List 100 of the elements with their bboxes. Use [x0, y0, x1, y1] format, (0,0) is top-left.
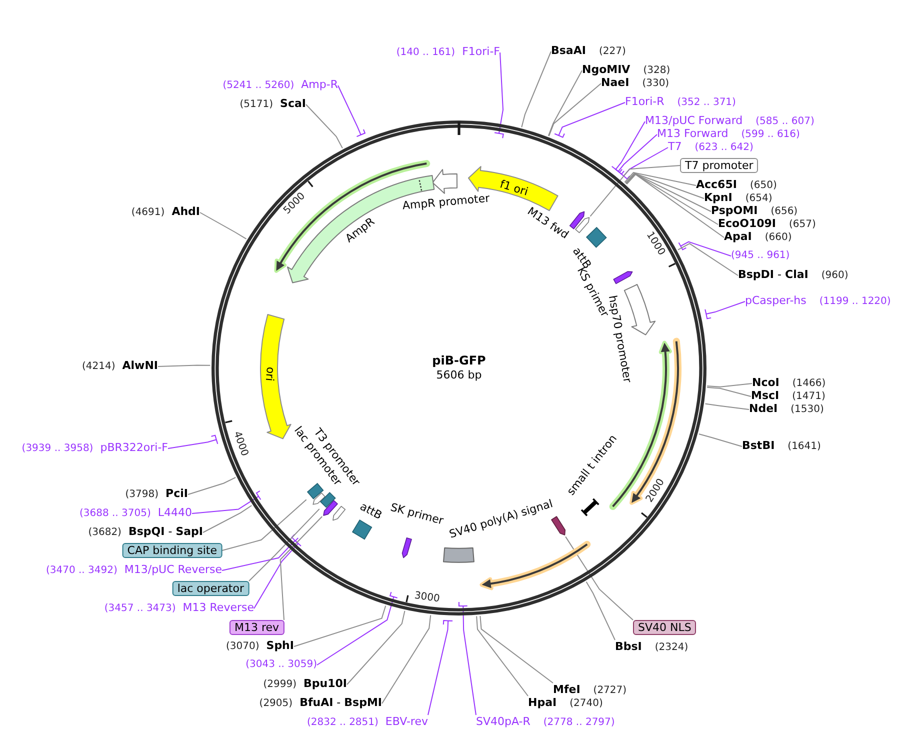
enzyme-name: Acc65I	[696, 178, 737, 192]
cut-position: (2999)	[263, 678, 296, 692]
cut-position: (2905)	[259, 697, 293, 711]
enzyme-name: SphI	[266, 639, 294, 653]
feature-label: f1 ori	[498, 178, 530, 198]
cut-position: (656)	[770, 205, 798, 218]
enzyme-name: AhdI	[172, 205, 200, 219]
primer-position: (3939 .. 3958)	[22, 442, 94, 456]
leader-line	[294, 605, 386, 647]
leader-line	[248, 508, 320, 582]
feature-tag: SV40 NLS	[633, 620, 696, 635]
primer-name: M13/pUC Reverse	[124, 563, 222, 577]
enzyme-name: NgoMIV	[582, 63, 630, 77]
leader-line	[704, 403, 750, 410]
primer-name: F1ori-R	[625, 95, 664, 109]
enzyme-name: BbsI	[615, 640, 642, 654]
plasmid-name: piB-GFP	[432, 354, 486, 368]
cut-position: (227)	[598, 45, 626, 59]
enzyme-name: BspQI - SapI	[128, 525, 203, 539]
leader-line	[192, 490, 262, 514]
leader-line	[590, 165, 680, 217]
leader-line	[188, 476, 236, 495]
primer-position: (2778 .. 2797)	[543, 716, 615, 730]
leader-line	[626, 173, 718, 225]
leader-line	[677, 243, 738, 276]
leader-line	[614, 134, 658, 175]
enzyme-name: Bpu10I	[304, 677, 347, 691]
leader-line	[346, 610, 406, 685]
leader-line	[586, 581, 616, 640]
leader-line	[382, 614, 432, 704]
leader-line	[458, 602, 476, 716]
leader-line	[706, 386, 752, 397]
leader-line	[554, 102, 626, 138]
primer-position: (3470 .. 3492)	[46, 564, 118, 578]
enzyme-name: MfeI	[553, 683, 580, 697]
enzyme-name: PciI	[166, 487, 188, 501]
leader-line	[548, 83, 602, 137]
cut-position: (1471)	[792, 390, 826, 404]
leader-line	[254, 537, 302, 609]
primer-position: (599 .. 616)	[741, 128, 800, 142]
cut-position: (3070)	[226, 640, 260, 654]
enzyme-name: HpaI	[528, 696, 557, 710]
scale-label: 4000	[230, 430, 250, 458]
leader-line	[280, 516, 323, 620]
leader-line	[476, 616, 528, 696]
cut-position: (960)	[821, 269, 848, 283]
feature-tag: M13 rev	[229, 620, 284, 635]
enzyme-name: MscI	[751, 389, 780, 403]
leader-line	[678, 241, 732, 256]
feature-label: SK primer	[389, 500, 445, 528]
feature-label: attB	[358, 500, 384, 522]
cut-position: (2727)	[593, 684, 627, 698]
primer-name: pCasper-hs	[745, 294, 806, 308]
cut-position: (2740)	[570, 697, 603, 711]
primer-position: (352 .. 371)	[677, 96, 736, 110]
leader-line	[428, 620, 454, 716]
primer-name: M13 Forward	[657, 127, 728, 141]
cut-position: (650)	[750, 179, 777, 193]
cut-position: (5171)	[240, 98, 274, 112]
feature-label: M13 fwd	[525, 204, 571, 242]
cut-position: (328)	[643, 64, 670, 78]
scale-label: 3000	[414, 590, 441, 606]
enzyme-name: NcoI	[752, 376, 780, 390]
cut-position: (4691)	[131, 206, 165, 220]
enzyme-name: BsaAI	[551, 44, 586, 58]
primer-name: pBR322ori-F	[100, 441, 168, 455]
primer-name: Amp-R	[301, 78, 338, 92]
plasmid-size: 5606 bp	[436, 368, 482, 382]
leader-line	[548, 70, 582, 136]
feature-label: ori	[262, 366, 278, 382]
cut-position: (3682)	[88, 526, 122, 540]
primer-position: (1199 .. 1220)	[819, 295, 891, 309]
leader-line	[625, 173, 712, 212]
primer-name: SV40pA-R	[476, 715, 530, 729]
leader-line	[698, 434, 742, 447]
primer-name: M13/pUC Forward	[645, 114, 743, 128]
leader-line	[202, 505, 252, 533]
enzyme-name: ApaI	[724, 230, 752, 244]
leader-line	[480, 615, 554, 684]
feature-tag: T7 promoter	[680, 158, 758, 173]
enzyme-name: BspDI - ClaI	[738, 268, 808, 282]
leader-line	[168, 434, 218, 449]
leader-line	[565, 536, 634, 620]
leader-line	[200, 212, 247, 240]
primer-name: F1ori-F	[462, 45, 500, 59]
primer-name: T7	[668, 140, 682, 154]
cut-position: (330)	[642, 77, 670, 91]
leader-line	[706, 383, 752, 388]
leader-line	[624, 172, 696, 186]
leader-line	[704, 301, 746, 320]
cut-position: (4214)	[82, 360, 116, 374]
leader-line	[158, 364, 211, 367]
leader-line	[620, 147, 668, 180]
cut-position: (1641)	[788, 440, 821, 454]
enzyme-name: BstBI	[742, 439, 775, 453]
leader-line	[521, 51, 552, 128]
leader-line	[494, 52, 504, 139]
enzyme-name: ScaI	[280, 97, 306, 111]
cut-position: (2324)	[654, 641, 688, 655]
leader-line	[222, 499, 307, 551]
